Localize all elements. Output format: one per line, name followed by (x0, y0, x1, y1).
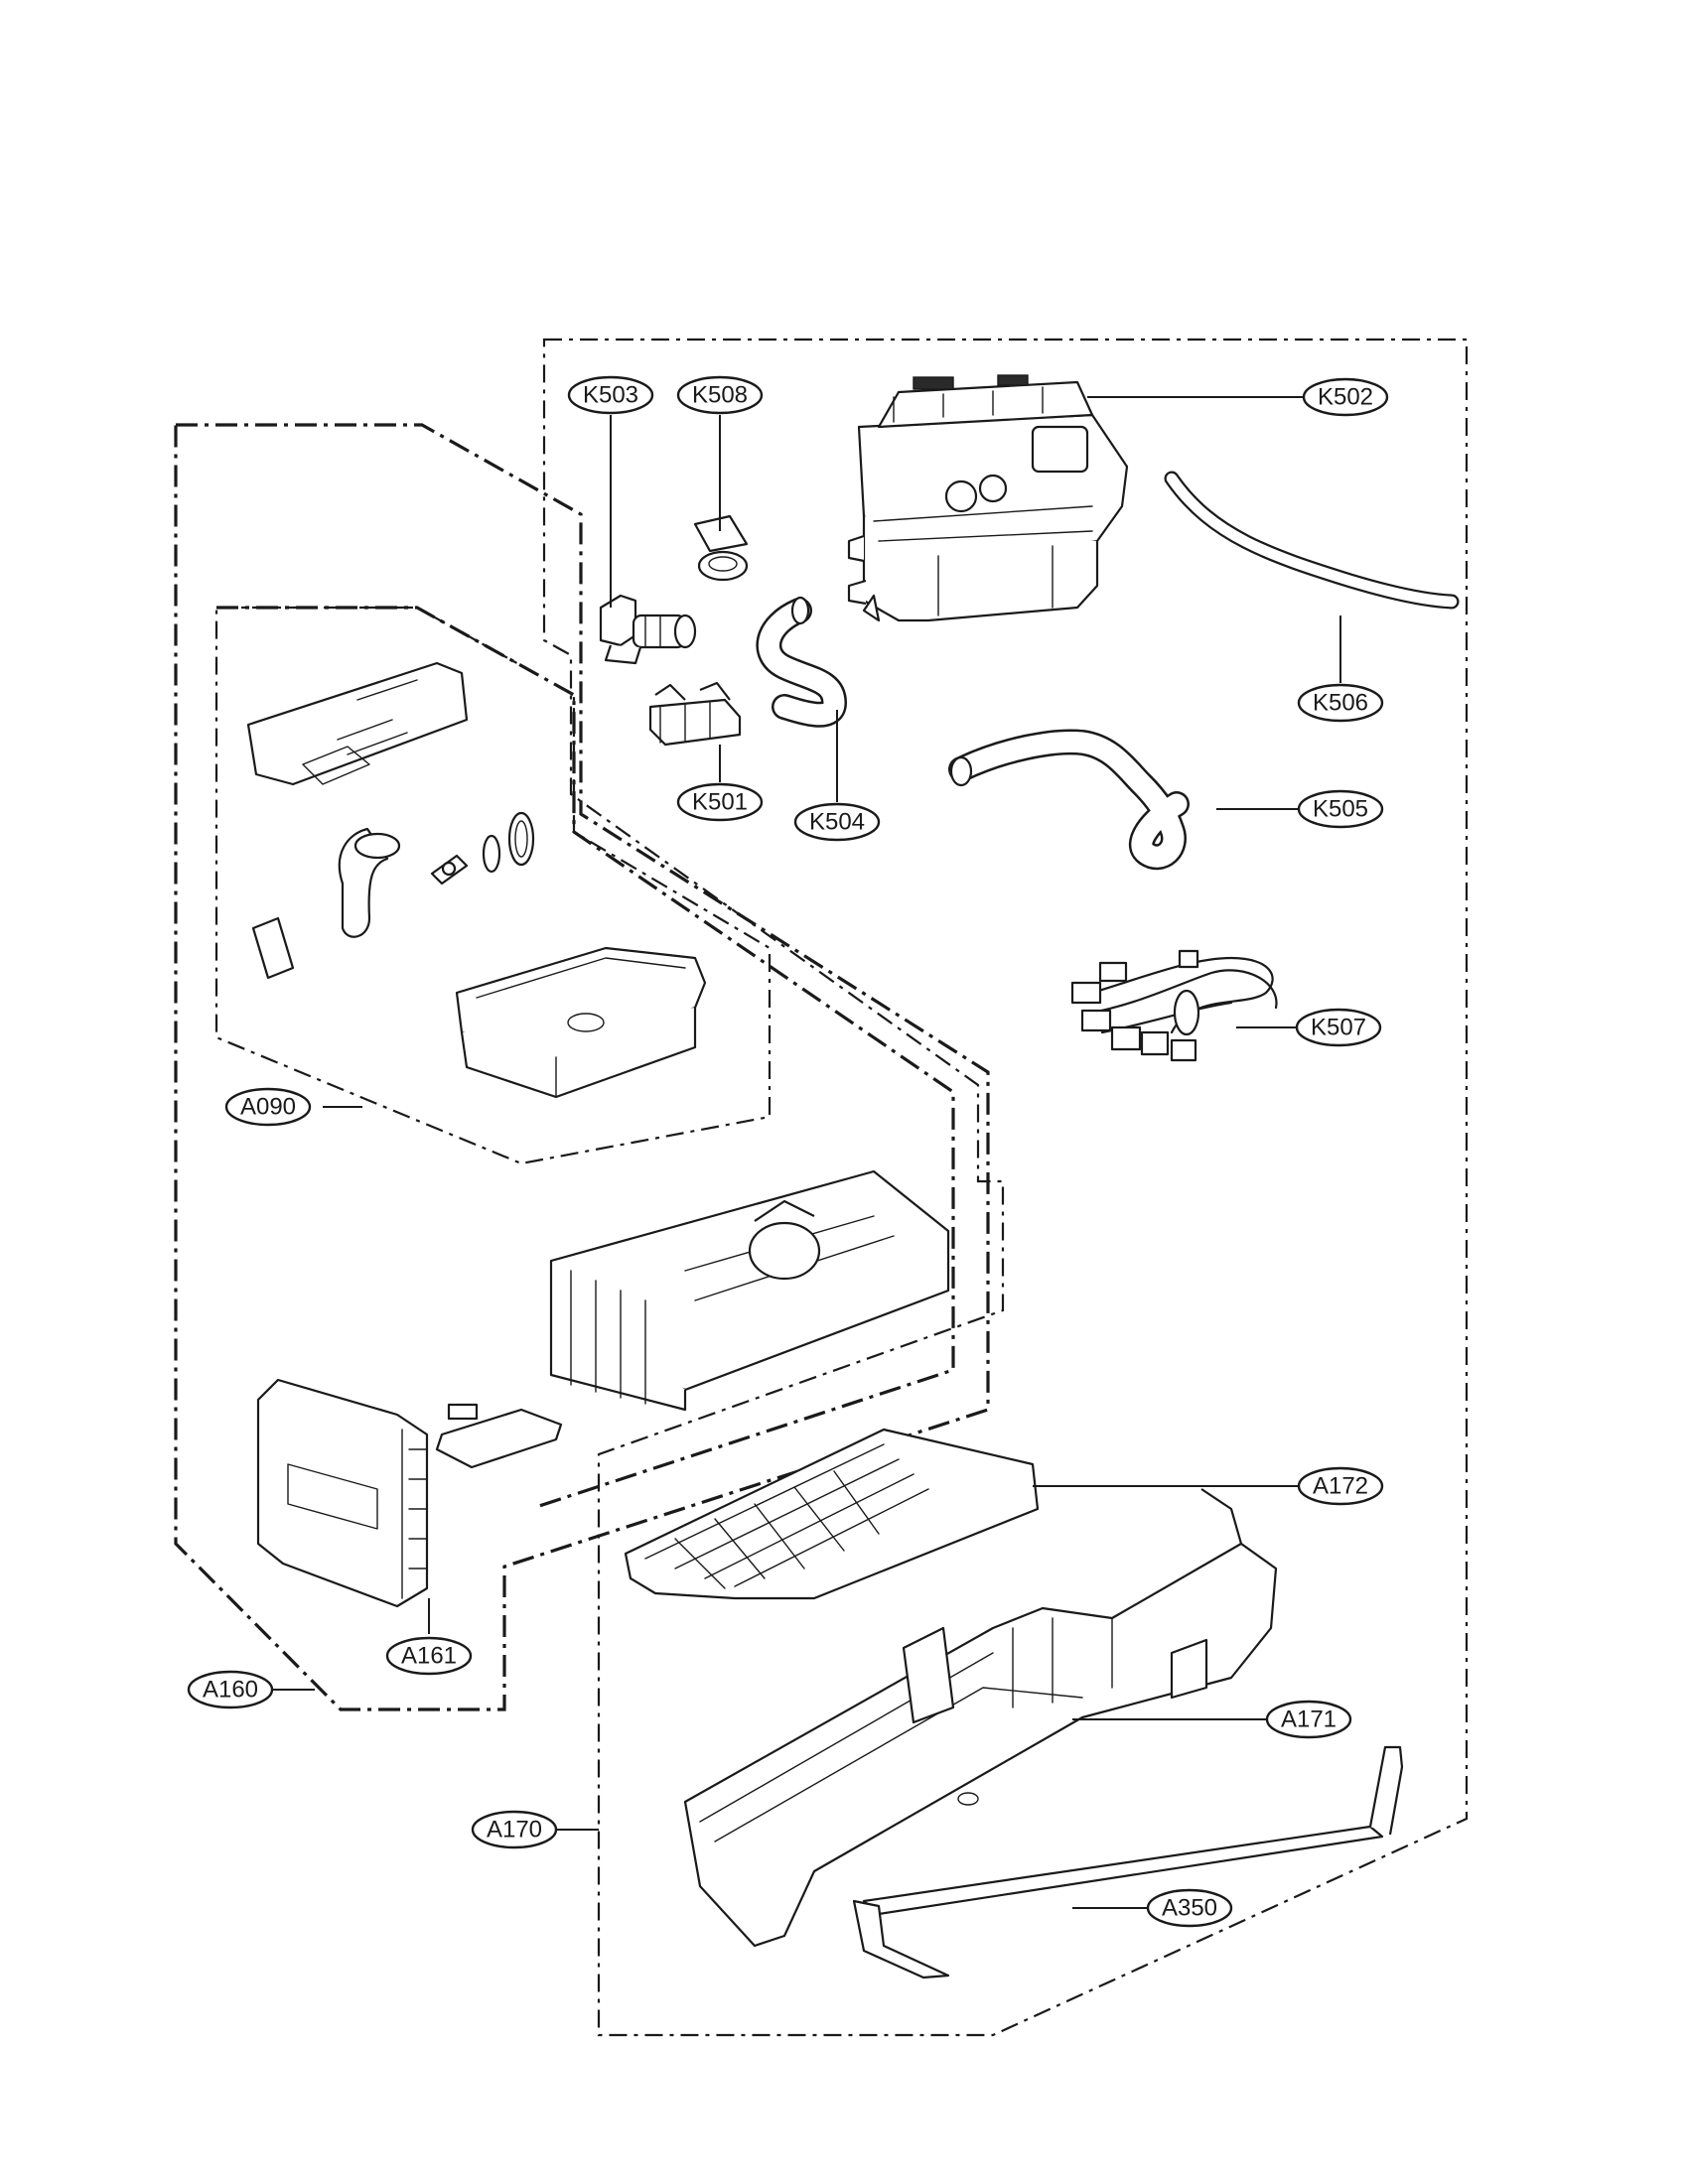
part-a090-tray (455, 946, 707, 1099)
callout-oval (1295, 1008, 1382, 1047)
callout-oval (567, 375, 654, 415)
part-dispenser-drawer (549, 1169, 950, 1412)
callout-k504: K504 (793, 802, 881, 842)
callout-k505: K505 (1297, 789, 1384, 829)
part-k505-hose (948, 729, 1190, 871)
callout-oval (1302, 377, 1389, 417)
callout-text: K508 (692, 382, 748, 409)
callout-text: K506 (1313, 690, 1368, 717)
callout-text: A160 (203, 1677, 258, 1704)
part-a161-panel (256, 1378, 429, 1608)
callout-oval (1297, 1466, 1384, 1506)
callout-k501: K501 (676, 782, 764, 822)
callout-text: A090 (240, 1094, 296, 1121)
callout-text: K505 (1313, 796, 1368, 823)
callout-oval (1265, 1700, 1352, 1739)
callout-a171: A171 (1265, 1700, 1352, 1739)
callout-k503: K503 (567, 375, 654, 415)
callout-a172: A172 (1297, 1466, 1384, 1506)
part-k502-housing (847, 374, 1129, 622)
part-dispenser-latch (435, 1403, 563, 1469)
callout-text: K501 (692, 789, 748, 816)
callout-oval (385, 1636, 473, 1676)
callout-text: A172 (1313, 1473, 1368, 1500)
callout-oval (1297, 789, 1384, 829)
boundary-a090 (214, 606, 772, 1165)
callout-text: K504 (809, 809, 865, 836)
part-k508-clamp (693, 514, 749, 582)
boundary-k-group (542, 338, 1469, 2037)
callout-oval (224, 1087, 312, 1127)
part-a090-lid (246, 661, 469, 786)
callout-text: A171 (1281, 1706, 1336, 1733)
callout-oval (1146, 1888, 1233, 1928)
callout-k502: K502 (1302, 377, 1389, 417)
callout-text: K503 (583, 382, 638, 409)
callout-a090: A090 (224, 1087, 312, 1127)
callout-oval (676, 782, 764, 822)
part-a090-siphon (251, 827, 401, 980)
callout-oval (471, 1810, 558, 1849)
callout-text: K507 (1311, 1015, 1366, 1041)
part-k501-bracket (648, 681, 742, 747)
callout-a350: A350 (1146, 1888, 1233, 1928)
part-a172-cover (624, 1428, 1040, 1600)
part-k503-valve (599, 594, 697, 665)
part-a350-bar (852, 1745, 1404, 1979)
callout-oval (1297, 683, 1384, 723)
part-a090-small-parts (430, 811, 535, 886)
part-k504-hose (756, 596, 847, 728)
callout-a160: A160 (187, 1670, 274, 1709)
callout-k508: K508 (676, 375, 764, 415)
part-k506-hose (1164, 471, 1460, 610)
callout-a170: A170 (471, 1810, 558, 1849)
part-a171-tray (683, 1488, 1278, 1948)
callout-a161: A161 (385, 1636, 473, 1676)
callout-oval (793, 802, 881, 842)
callout-text: A161 (401, 1643, 457, 1670)
boundary-a160 (174, 423, 990, 1711)
callout-text: K502 (1318, 384, 1373, 411)
callout-k507: K507 (1295, 1008, 1382, 1047)
callout-oval (187, 1670, 274, 1709)
callout-text: A170 (487, 1817, 542, 1843)
callout-text: A350 (1162, 1895, 1217, 1922)
leader-lines (273, 396, 1341, 1909)
callout-k506: K506 (1297, 683, 1384, 723)
part-k507-harness (1070, 949, 1278, 1062)
callout-oval (676, 375, 764, 415)
